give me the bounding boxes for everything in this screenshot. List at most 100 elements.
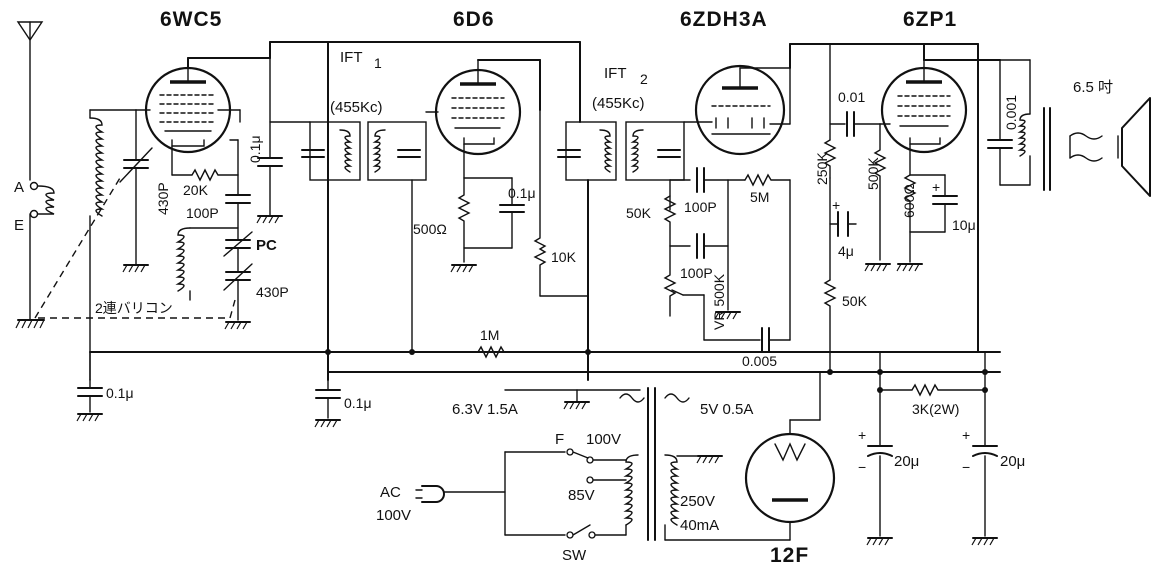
resistor-5m-label: 5M — [750, 189, 769, 205]
resistor-250k-label: 250K — [814, 152, 830, 185]
resistor-50k-a-label: 50K — [626, 205, 652, 221]
antenna-terminal-e: E — [14, 217, 24, 234]
ac-voltage-label: 100V — [376, 507, 411, 524]
tube-6zdh3a — [694, 64, 786, 156]
ift1-coil-a — [339, 129, 353, 173]
ground-avc-b — [314, 419, 341, 428]
ground-filter-b — [971, 537, 998, 546]
padder-pc-label: PC — [256, 237, 277, 254]
resistor-3k-label: 3K(2W) — [912, 401, 959, 417]
svg-text:+: + — [832, 197, 840, 213]
resistor-1m — [419, 345, 581, 359]
tube-6d6 — [434, 59, 522, 156]
ground-ant-cap — [122, 264, 149, 273]
ift1-freq-label: (455Kc) — [330, 99, 383, 116]
tap-85v-label: 85V — [568, 487, 595, 504]
speaker-size-label: 6.5 吋 — [1073, 79, 1113, 96]
ift2-coil-b — [630, 129, 644, 173]
switch-sw-label: SW — [562, 547, 587, 564]
antenna-symbol — [16, 21, 44, 181]
cap-01-d-label: 0.1μ — [344, 395, 372, 411]
resistor-10k-label: 10K — [551, 249, 577, 265]
ground-filter-a — [866, 537, 893, 546]
cap-0001-label: 0.001 — [1003, 95, 1019, 130]
tube-12f-label: 12F — [770, 544, 809, 567]
ground-avc-a — [76, 413, 103, 422]
tube-6zdh3a-label: 6ZDH3A — [680, 8, 768, 31]
cap-0005-label: 0.005 — [742, 353, 777, 369]
resistor-1m-label: 1M — [480, 327, 499, 343]
rect-heater-label: 5V 0.5A — [700, 401, 753, 418]
tap-100v-label: 100V — [586, 431, 621, 448]
cap-01-c-label: 0.1μ — [106, 385, 134, 401]
ground-output — [896, 263, 923, 272]
resistor-250k — [823, 139, 837, 179]
volume-vr-label: VR 500K — [711, 273, 727, 330]
fuse-label: F — [555, 431, 564, 448]
resistor-50k-a — [663, 195, 677, 247]
cap-01-a-label: 0.1μ — [247, 135, 263, 163]
ift1-label: IFT — [340, 49, 363, 66]
ground-6d6 — [450, 264, 477, 273]
svg-text:+: + — [962, 427, 970, 443]
cap-01-b-label: 0.1μ — [508, 185, 536, 201]
cap-430p-osc-label: 430P — [256, 284, 289, 300]
cap-100p-b-label: 100P — [680, 265, 713, 281]
resistor-20k — [171, 168, 239, 182]
ac-label: AC — [380, 484, 401, 501]
resistor-500 — [457, 177, 471, 263]
resistor-10k — [533, 109, 547, 297]
ground-detector — [714, 311, 741, 320]
resistor-5m — [744, 173, 791, 187]
resistor-500-label: 500Ω — [413, 221, 447, 237]
ift2-freq-label: (455Kc) — [592, 95, 645, 112]
tube-6wc5-label: 6WC5 — [160, 8, 222, 31]
hv-current-label: 40mA — [680, 517, 719, 534]
resistor-20k-label: 20K — [183, 182, 209, 198]
ground-osc — [224, 321, 251, 330]
tube-6zp1-label: 6ZP1 — [903, 8, 957, 31]
cap-10u-label: 10μ — [952, 217, 976, 233]
tube-6d6-label: 6D6 — [453, 8, 495, 31]
xfmr-primary — [623, 454, 639, 526]
antenna-coil-primary — [37, 185, 55, 215]
ground-grid — [864, 263, 891, 272]
cap-20u-b-label: 20μ — [1000, 453, 1025, 470]
svg-text:2: 2 — [640, 71, 648, 87]
xfmr-secondary-hv — [664, 454, 680, 526]
ift2-coil-a — [599, 129, 613, 173]
cap-001-label: 0.01 — [838, 89, 865, 105]
xfmr-secondary-5v — [664, 393, 690, 403]
svg-text:+: + — [858, 427, 866, 443]
ift2-label: IFT — [604, 65, 627, 82]
ift1-coil-b — [372, 129, 386, 173]
varicon-label: 2連バリコン — [95, 300, 173, 316]
output-xfmr-primary — [1017, 113, 1031, 157]
tube-12f — [744, 432, 836, 524]
resistor-600 — [903, 174, 917, 233]
svg-text:+: + — [932, 179, 940, 195]
cap-100p-osc-label: 100P — [186, 205, 219, 221]
ground-heater — [563, 401, 590, 410]
heater-winding-label: 6.3V 1.5A — [452, 401, 518, 418]
svg-text:1: 1 — [374, 55, 382, 71]
cap-100p-a-label: 100P — [684, 199, 717, 215]
svg-text:−: − — [858, 459, 866, 475]
cap-430p-ant-label: 430P — [155, 182, 171, 215]
cap-4u-label: 4μ — [838, 243, 854, 259]
varicon-gang-link — [34, 177, 236, 319]
ground-ct — [696, 455, 723, 464]
osc-coil — [175, 227, 191, 292]
antenna-terminal-a: A — [14, 179, 24, 196]
antenna-coil-secondary — [89, 117, 105, 217]
volume-vr — [663, 245, 677, 317]
cap-20u-a-label: 20μ — [894, 453, 919, 470]
speaker-voice-coil — [1069, 132, 1103, 162]
ac-plug-icon — [415, 485, 445, 503]
resistor-50k-b — [823, 279, 837, 373]
tube-6zp1 — [880, 59, 968, 154]
hv-label: 250V — [680, 493, 715, 510]
ground-antenna — [15, 319, 45, 329]
resistor-3k — [879, 383, 986, 397]
